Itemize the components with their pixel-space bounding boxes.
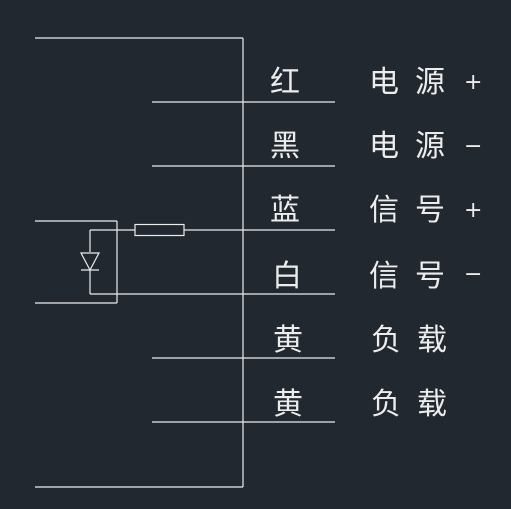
wire-color-label: 白 [272,259,302,294]
wire-function-label: 电源 [369,129,461,164]
polarity-sign: − [464,262,483,287]
wire-function-label: 电源 [369,65,461,100]
polarity-sign: + [464,70,483,95]
polarity-sign: − [464,134,483,159]
wire-function-label: 信号 [369,193,461,228]
wire-function-label: 负载 [371,323,463,358]
resistor-icon [134,223,185,237]
wire-function-label: 信号 [369,259,461,294]
wire-color-label: 红 [270,65,300,100]
polarity-sign: + [464,198,483,223]
diode-icon [80,252,100,272]
wire-function-label: 负载 [371,387,463,422]
wire-color-label: 黄 [273,387,303,422]
wire-color-label: 蓝 [270,193,300,228]
wire-color-label: 黑 [270,129,300,164]
wire-color-label: 黄 [273,323,303,358]
